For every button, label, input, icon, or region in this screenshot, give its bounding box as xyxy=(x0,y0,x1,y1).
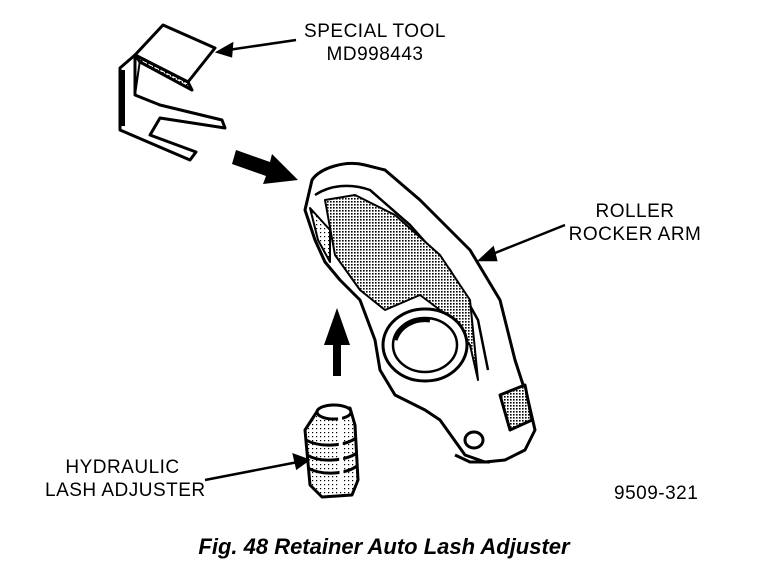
leader-rocker-arm xyxy=(489,223,566,257)
arrow-adjuster-to-rocker xyxy=(324,308,350,376)
hydraulic-lash-adjuster-drawing xyxy=(303,403,360,499)
special-tool-drawing xyxy=(118,23,227,162)
label-hydraulic-lash-adjuster: HYDRAULIC LASH ADJUSTER xyxy=(45,456,206,502)
leader-special-tool xyxy=(227,38,297,52)
label-rocker-line2: ROCKER ARM xyxy=(568,224,702,245)
label-special-tool-line1: SPECIAL TOOL xyxy=(304,21,446,42)
label-hydraulic-line1: HYDRAULIC xyxy=(65,457,180,478)
label-roller-rocker-arm: ROLLER ROCKER ARM xyxy=(560,200,710,246)
label-rocker-line1: ROLLER xyxy=(595,201,675,222)
leader-lines xyxy=(204,38,566,482)
leader-lash-adjuster xyxy=(204,460,299,482)
figure-caption: Fig. 48 Retainer Auto Lash Adjuster xyxy=(198,534,570,559)
label-special-tool-line2: MD998443 xyxy=(326,44,424,65)
figure-number: 9509-321 xyxy=(614,483,699,504)
arrow-tool-to-rocker xyxy=(232,150,298,184)
roller-rocker-arm-drawing xyxy=(303,162,537,464)
label-special-tool: SPECIAL TOOL MD998443 xyxy=(300,20,450,66)
label-hydraulic-line2: LASH ADJUSTER xyxy=(45,480,206,501)
